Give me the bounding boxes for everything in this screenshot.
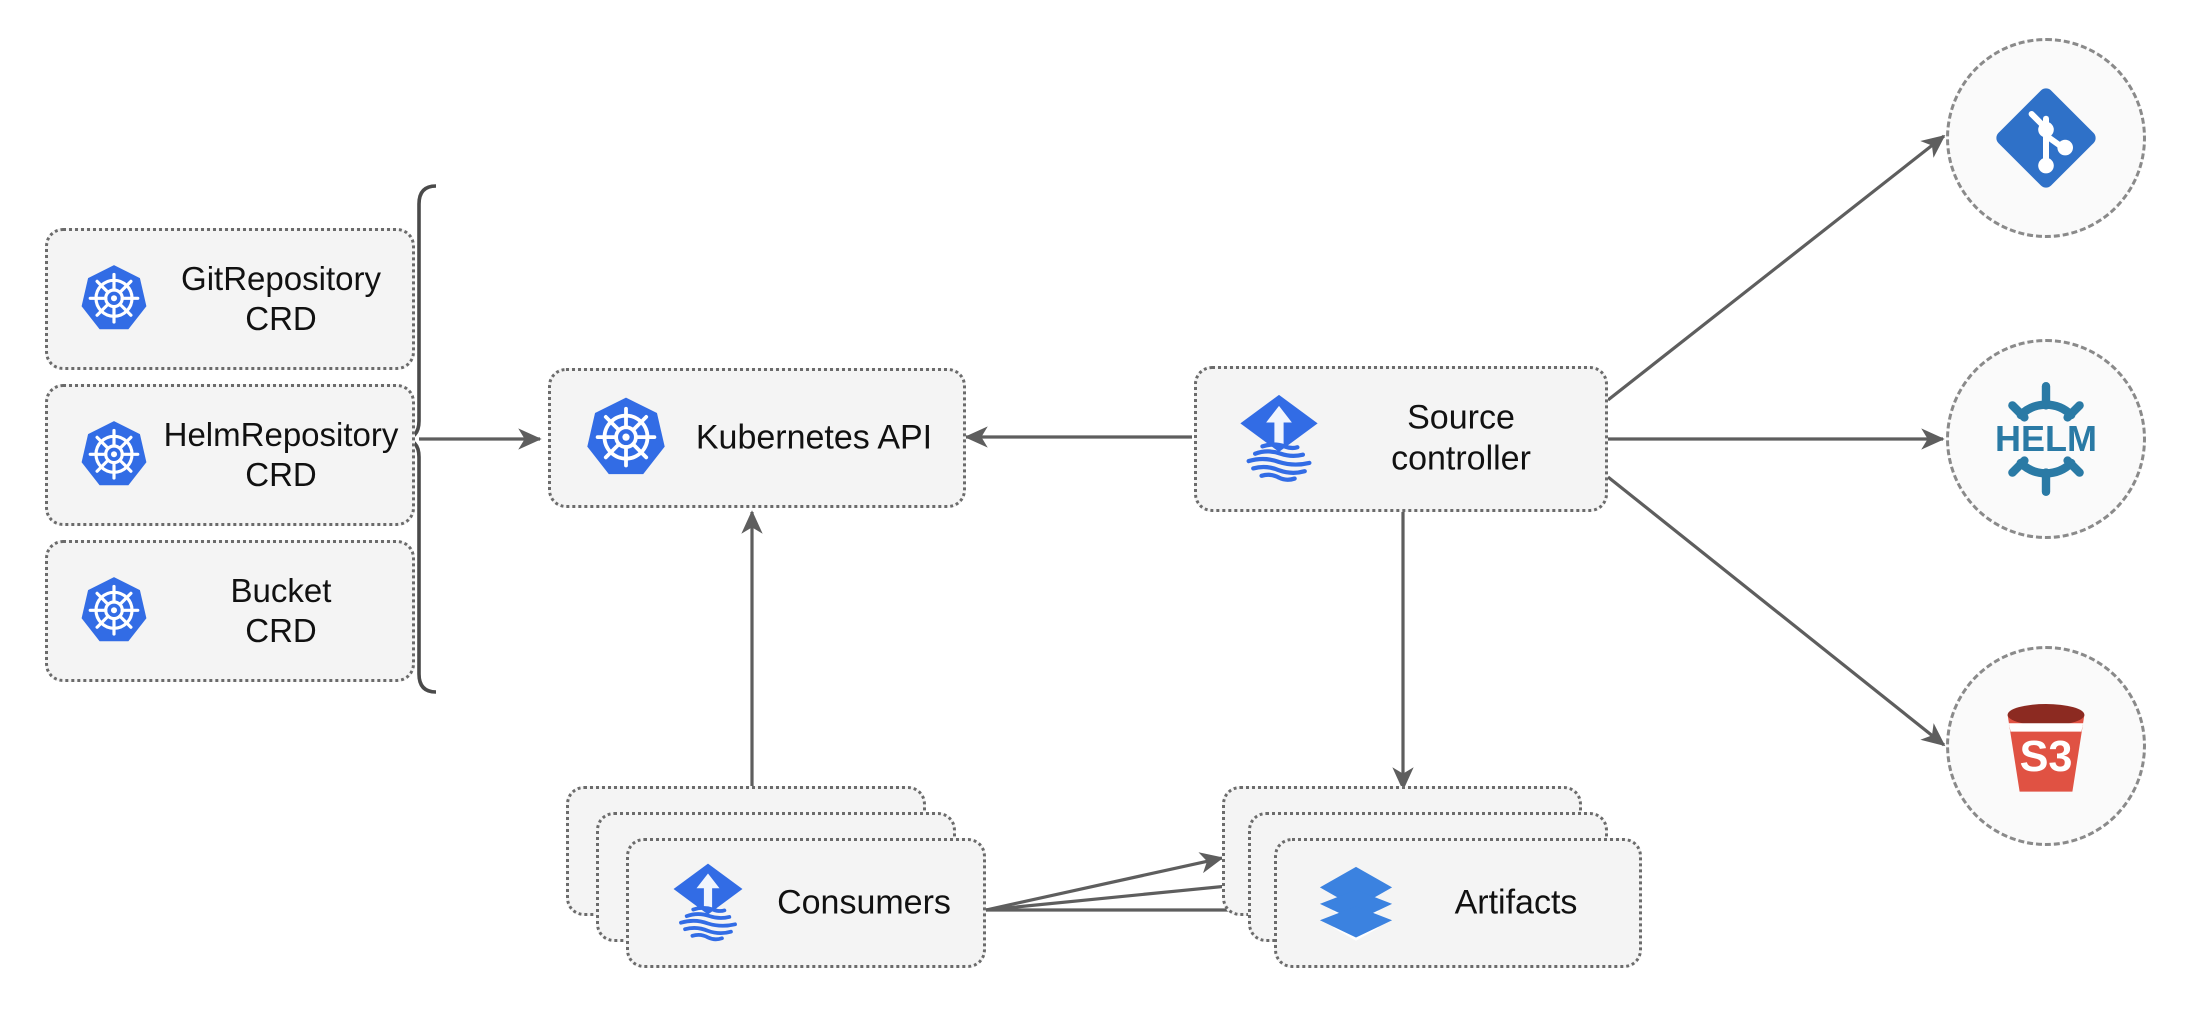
bucket-crd-box[interactable]: Bucket CRD <box>45 540 415 682</box>
source-controller-box[interactable]: Source controller <box>1194 366 1608 512</box>
helmrepository-crd-box[interactable]: HelmRepository CRD <box>45 384 415 526</box>
flux-icon <box>1233 393 1325 485</box>
layers-icon <box>1315 862 1397 944</box>
gitrepository-crd-label: GitRepository CRD <box>181 259 381 337</box>
kubernetes-api-box[interactable]: Kubernetes API <box>548 368 966 508</box>
s3-source-circle[interactable] <box>1946 646 2146 846</box>
edge-consumers-to-artifacts-1 <box>985 852 1224 912</box>
s3-icon <box>1986 686 2106 806</box>
helm-source-circle[interactable] <box>1946 339 2146 539</box>
kubernetes-icon <box>583 395 669 481</box>
kubernetes-icon <box>78 575 150 647</box>
helm-icon <box>1986 379 2106 499</box>
git-icon <box>1986 78 2106 198</box>
source-controller-label: Source controller <box>1391 398 1531 478</box>
edge-source-controller-to-s3 <box>1607 475 1946 747</box>
bucket-crd-label: Bucket CRD <box>230 571 332 649</box>
helmrepository-crd-label: HelmRepository CRD <box>163 415 399 493</box>
edge-consumers-to-artifacts-2 <box>985 875 1250 912</box>
consumers-card-front[interactable]: Consumers <box>626 838 986 968</box>
git-source-circle[interactable] <box>1946 38 2146 238</box>
gitrepository-crd-box[interactable]: GitRepository CRD <box>45 228 415 370</box>
flux-icon <box>667 862 749 944</box>
kubernetes-icon <box>78 263 150 335</box>
consumers-stack[interactable]: Consumers <box>566 786 986 976</box>
artifacts-stack[interactable]: Artifacts <box>1222 786 1642 976</box>
kubernetes-api-label: Kubernetes API <box>695 418 933 457</box>
artifacts-label: Artifacts <box>1454 883 1578 922</box>
edge-source-controller-to-git <box>1607 134 1946 402</box>
artifacts-card-front[interactable]: Artifacts <box>1274 838 1642 968</box>
consumers-label: Consumers <box>777 883 951 922</box>
kubernetes-icon <box>78 419 150 491</box>
